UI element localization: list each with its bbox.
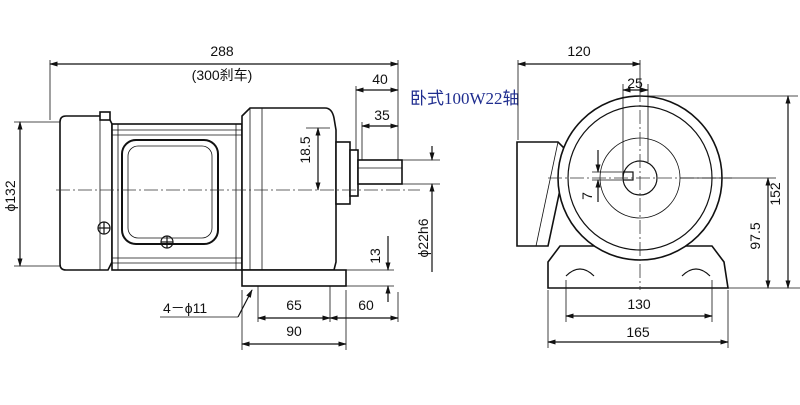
terminal-box: [121, 139, 219, 245]
front-view: 120 25 7 97.5 152 130 165: [516, 43, 800, 348]
dim-base-65: 65: [286, 297, 302, 313]
dim-base-165: 165: [626, 324, 650, 340]
gearbox-base: [241, 269, 347, 287]
dim-width-25: 25: [627, 75, 643, 91]
fan-cover: [59, 115, 113, 271]
terminal-box-side: [516, 141, 569, 247]
dim-holes: 4－ϕ11: [163, 300, 207, 316]
drawing-title: 卧式100W22轴: [410, 89, 520, 108]
side-view: 288 (300刹车) 40 35 18.5 ϕ132 ϕ22h6 13: [2, 43, 440, 350]
cooling-fins: [112, 124, 242, 270]
dim-40: 40: [372, 71, 388, 87]
screw-icon: [97, 221, 111, 235]
dim-base-thickness: 13: [367, 248, 383, 264]
dim-total-length: 288: [210, 43, 234, 59]
dim-base-130: 130: [627, 296, 651, 312]
dim-total-height: 152: [767, 182, 783, 206]
screw-icon: [160, 235, 174, 249]
dim-18-5: 18.5: [297, 136, 313, 163]
dim-35: 35: [374, 107, 390, 123]
dim-center-height: 97.5: [747, 222, 763, 249]
dim-base-60: 60: [358, 297, 374, 313]
dim-base-90: 90: [286, 323, 302, 339]
output-flange: [335, 141, 351, 205]
gearbox: [241, 107, 337, 271]
output-shaft: [357, 159, 403, 185]
dim-motor-diameter: ϕ132: [2, 180, 18, 211]
dim-brake-length: (300刹车): [192, 67, 253, 83]
motor-body: [111, 123, 243, 271]
dim-width-120: 120: [567, 43, 591, 59]
dim-shaft-diameter: ϕ22h6: [415, 218, 431, 257]
dim-key-7: 7: [579, 192, 595, 200]
front-base: [547, 245, 729, 289]
